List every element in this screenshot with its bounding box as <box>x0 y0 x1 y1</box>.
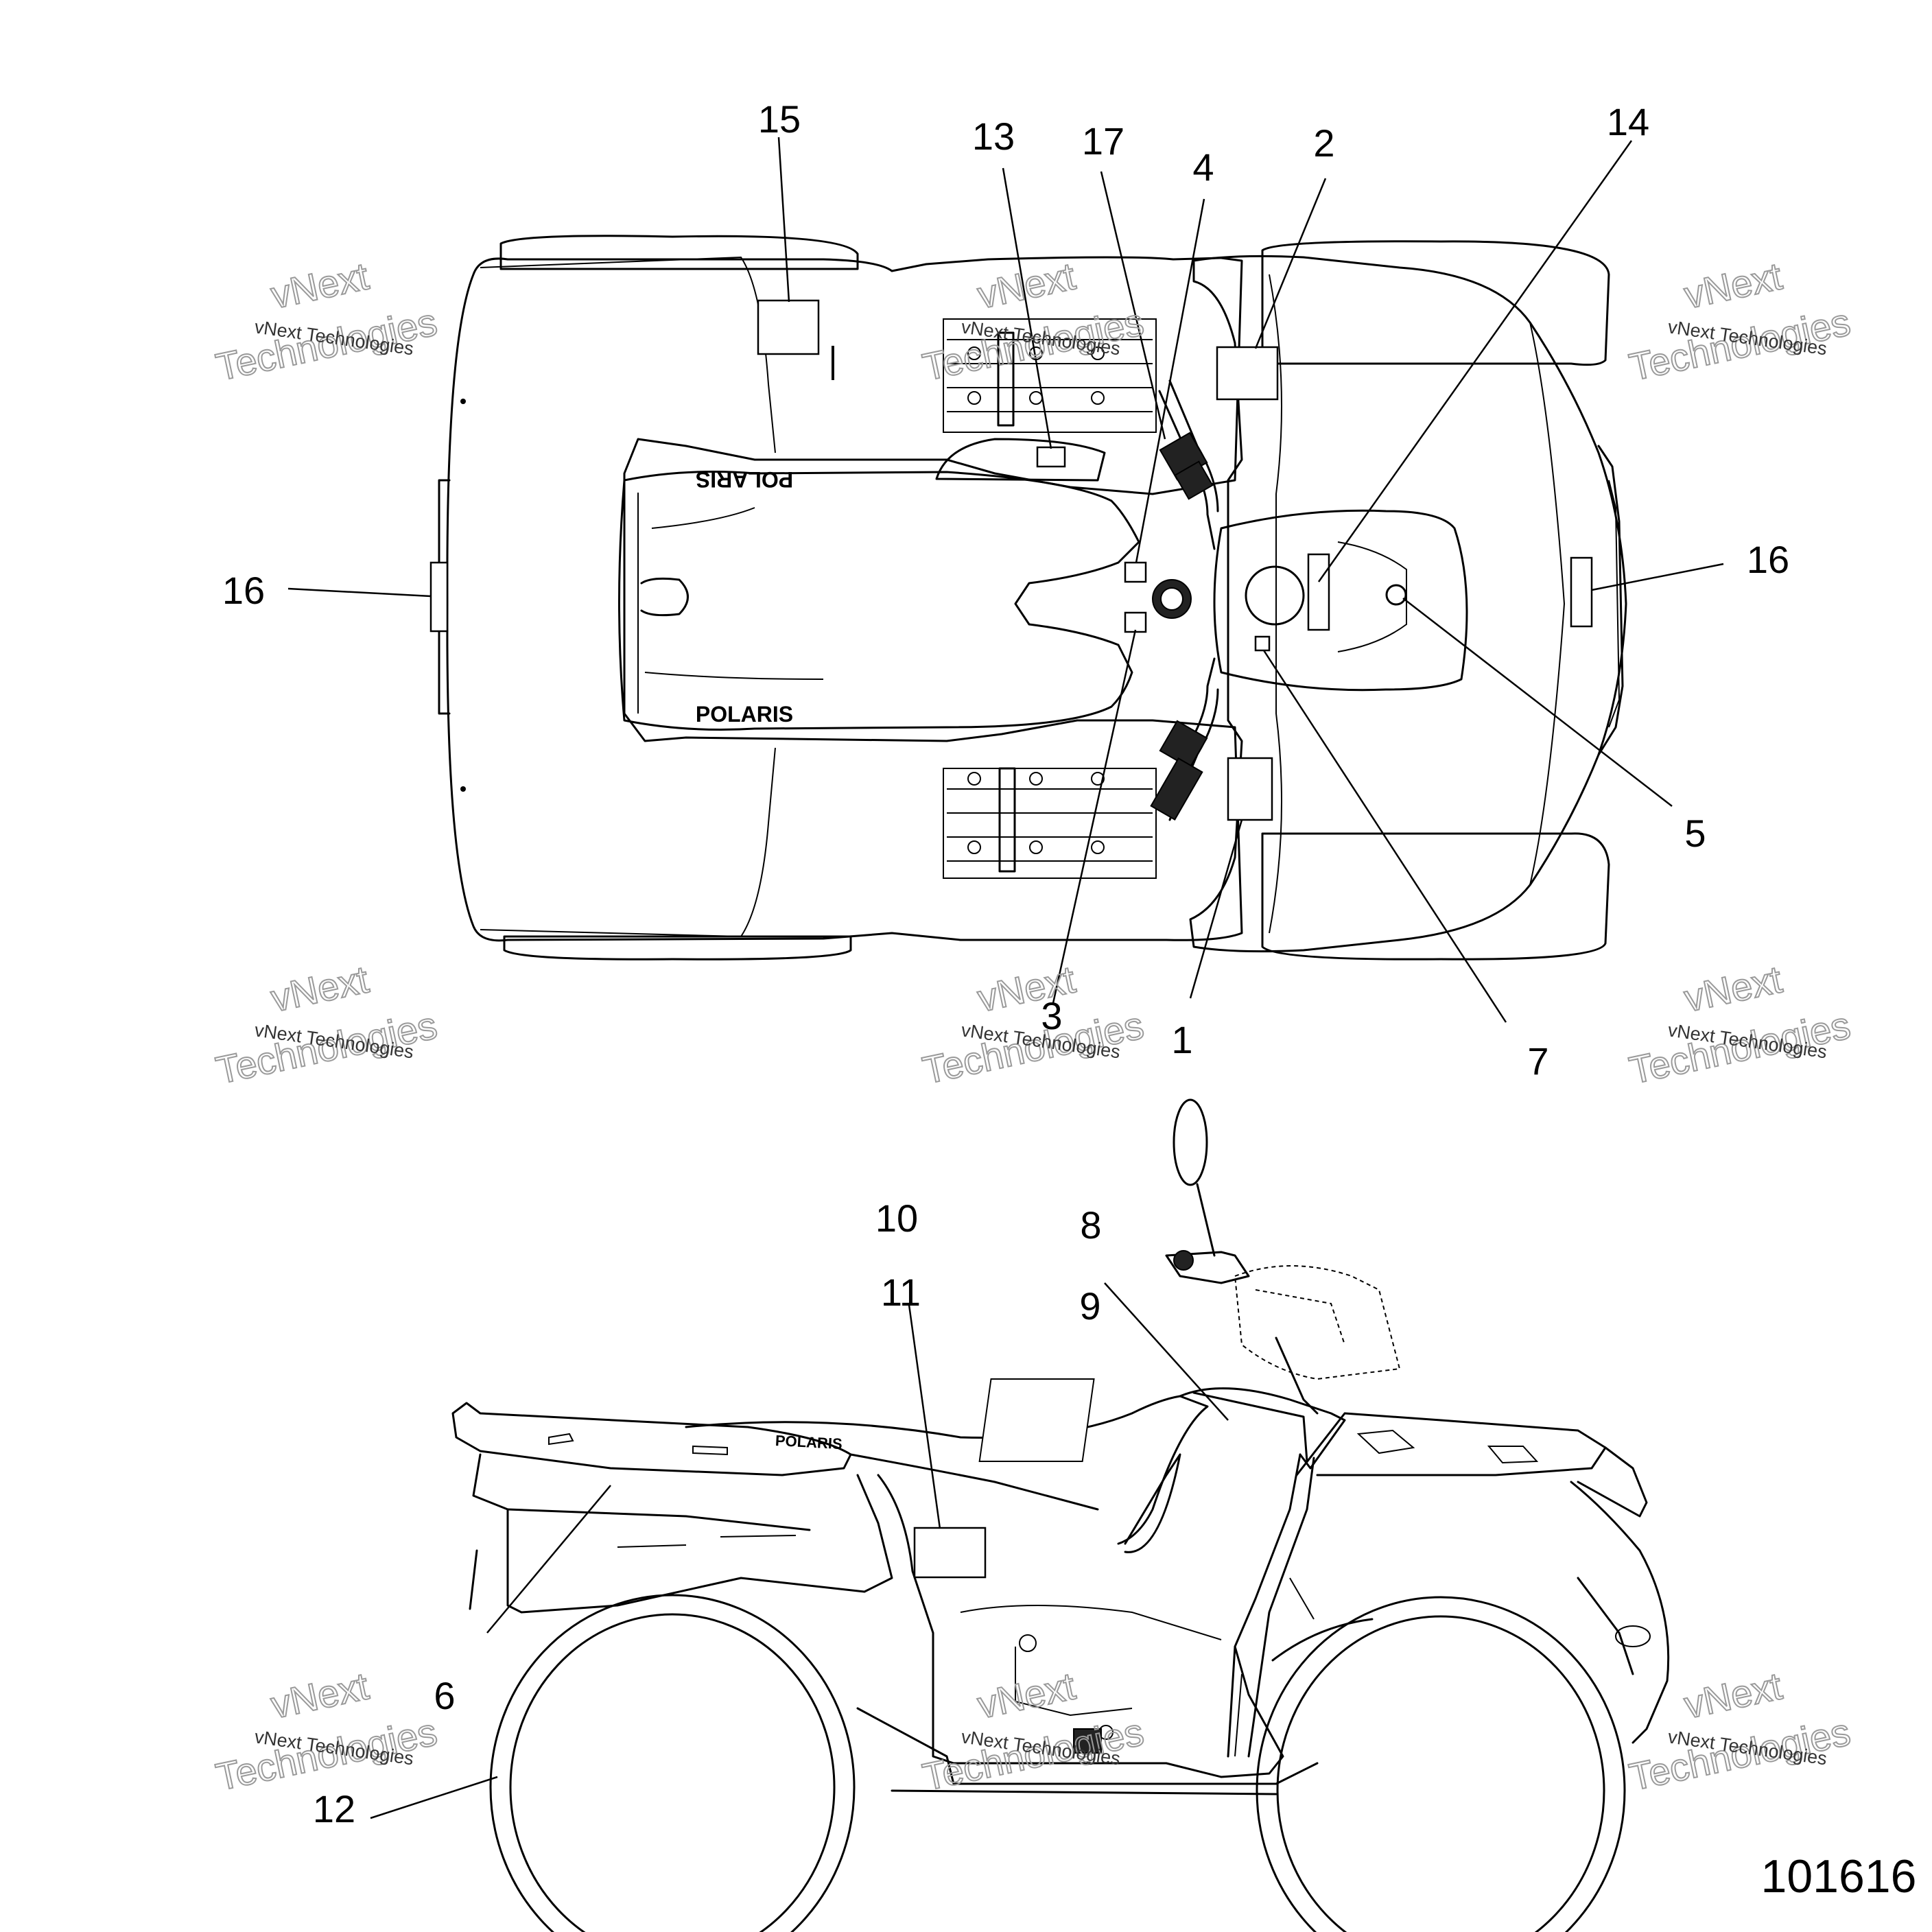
decal-3 <box>1124 611 1147 633</box>
watermark: vNext Technologies vNext Technologies <box>211 1663 441 1799</box>
svg-text:vNext: vNext <box>267 957 373 1020</box>
callout-17: 17 <box>1082 119 1124 163</box>
decal-16-rear <box>429 561 449 633</box>
front-console <box>1213 509 1468 692</box>
callout-4: 4 <box>1192 145 1214 189</box>
decal-13 <box>1036 446 1066 468</box>
rear-fender <box>446 256 1243 942</box>
callout-1: 1 <box>1171 1018 1192 1061</box>
callout-13: 13 <box>972 115 1015 158</box>
decal-2 <box>1216 346 1279 401</box>
callout-16-front: 16 <box>1747 538 1789 581</box>
decal-15 <box>757 299 820 355</box>
atv-side-view: POLARIS <box>451 1098 1670 1932</box>
watermark: vNext Technologies vNext Technologies <box>918 253 1148 389</box>
callout-2: 2 <box>1313 121 1334 165</box>
callout-8: 8 <box>1080 1203 1101 1247</box>
svg-text:vNext: vNext <box>974 1664 1079 1726</box>
svg-text:vNext: vNext <box>1680 1664 1786 1726</box>
polaris-logo-side: POLARIS <box>775 1432 843 1452</box>
footrest-bottom <box>943 767 1157 879</box>
callout-11: 11 <box>881 1271 921 1314</box>
seat <box>618 471 1140 731</box>
svg-text:vNext: vNext <box>1680 254 1786 316</box>
decal-9 <box>978 1378 1095 1462</box>
decal-11 <box>913 1527 987 1579</box>
callout-5: 5 <box>1684 812 1706 855</box>
watermark: vNext Technologies vNext Technologies <box>1625 253 1854 389</box>
polaris-logo-top: POLARIS <box>696 467 793 492</box>
callout-12: 12 <box>313 1787 355 1830</box>
callout-6: 6 <box>434 1674 455 1717</box>
polaris-logo-bottom: POLARIS <box>696 702 793 727</box>
rear-wheel <box>489 1594 856 1932</box>
mirror <box>1173 1098 1208 1186</box>
watermark: vNext Technologies vNext Technologies <box>918 956 1148 1092</box>
top-view-leaders <box>287 137 1724 1023</box>
side-view-leaders <box>370 1282 1229 1819</box>
decal-16-front <box>1570 556 1593 628</box>
decal-7 <box>1254 635 1271 652</box>
decal-14 <box>1307 553 1330 631</box>
callout-labels: 15 13 17 4 2 14 16 16 5 7 1 3 10 8 11 9 … <box>222 97 1917 1902</box>
watermark: vNext Technologies vNext Technologies <box>918 1663 1148 1799</box>
callout-16-rear: 16 <box>222 569 265 612</box>
figure-id: 101616 <box>1761 1850 1917 1902</box>
footrest-top <box>943 318 1157 433</box>
callout-14: 14 <box>1607 100 1649 143</box>
svg-text:vNext: vNext <box>267 254 373 316</box>
watermark: vNext Technologies vNext Technologies <box>211 253 441 389</box>
callout-9: 9 <box>1079 1284 1100 1328</box>
decal-4 <box>1124 561 1147 583</box>
svg-text:vNext: vNext <box>974 254 1079 316</box>
atv-top-view: POLARIS POLARIS <box>429 235 1627 961</box>
watermark: vNext Technologies vNext Technologies <box>1625 1663 1854 1799</box>
callout-7: 7 <box>1527 1039 1548 1083</box>
callout-10: 10 <box>875 1197 918 1240</box>
front-wheel <box>1256 1596 1626 1932</box>
watermark: vNext Technologies vNext Technologies <box>211 956 441 1092</box>
svg-text:vNext: vNext <box>267 1664 373 1726</box>
callout-3: 3 <box>1041 994 1062 1037</box>
watermark: vNext Technologies vNext Technologies <box>1625 956 1854 1092</box>
callout-15: 15 <box>758 97 801 141</box>
svg-text:vNext: vNext <box>1680 957 1786 1020</box>
svg-text:vNext: vNext <box>974 957 1079 1020</box>
decal-1 <box>1227 757 1273 821</box>
